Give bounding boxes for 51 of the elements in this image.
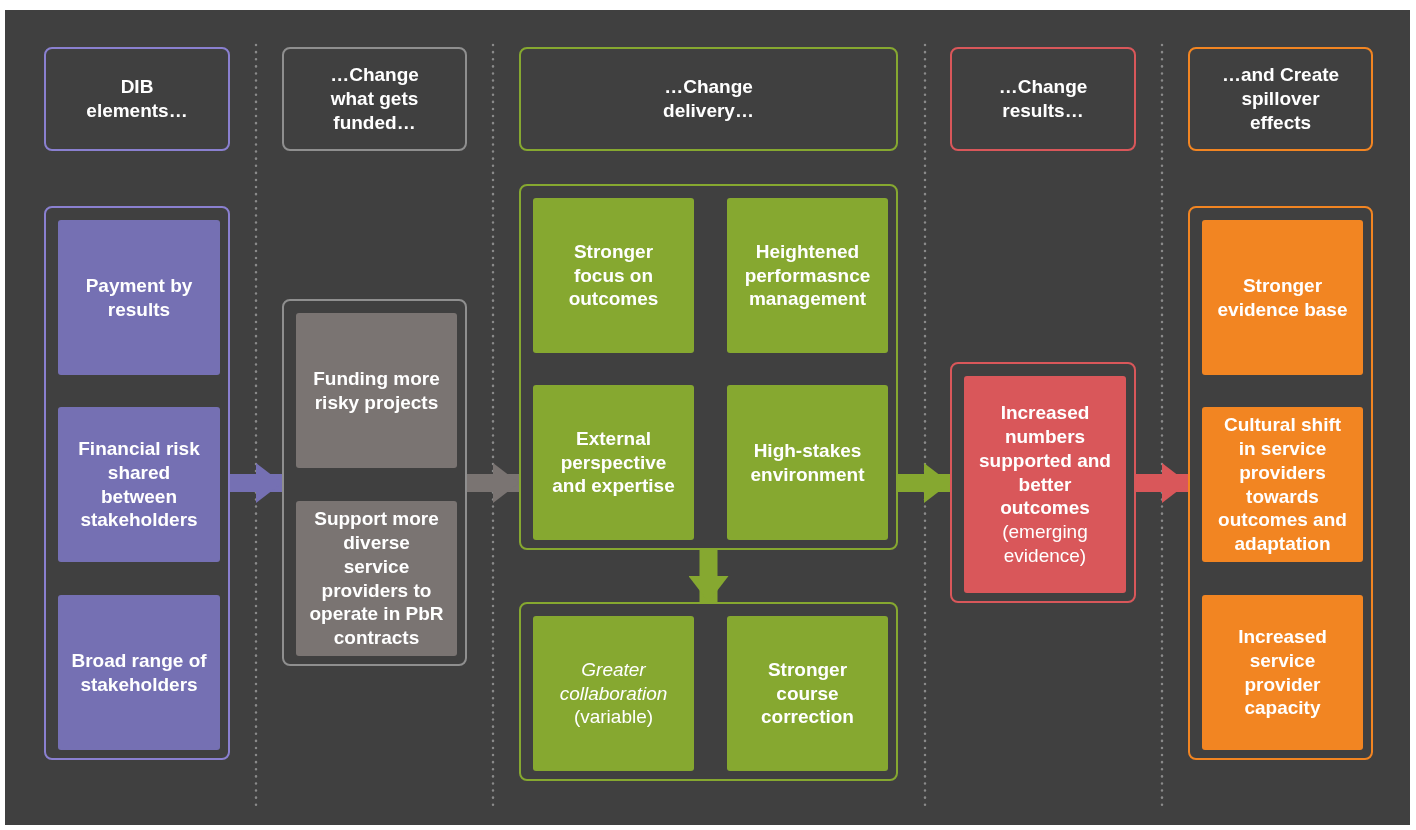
group-panel	[44, 206, 230, 760]
process-box	[296, 313, 457, 468]
block-arrow	[898, 463, 950, 503]
box-text: Stronger course correction	[760, 657, 855, 730]
block-arrow	[467, 463, 519, 503]
box-text: Stronger focus on outcomes	[567, 239, 660, 312]
column-heading: …Change results…	[997, 75, 1089, 123]
column-heading: DIB elements…	[85, 75, 189, 123]
group-panel	[282, 299, 467, 666]
box-text: Funding more risky projects	[312, 366, 441, 415]
process-box	[533, 385, 694, 540]
box-text: High-stakes environment	[749, 438, 866, 487]
column-header-box	[1188, 47, 1373, 151]
column-heading: …Change what gets funded…	[329, 63, 420, 135]
process-box	[964, 376, 1126, 593]
process-box	[58, 407, 220, 562]
box-text: Greater collaboration (variable)	[558, 657, 669, 730]
block-arrow	[230, 463, 282, 503]
process-box	[727, 616, 888, 771]
column-header-box	[44, 47, 230, 151]
box-text: Payment by results	[84, 273, 194, 322]
block-arrow	[1136, 463, 1188, 503]
box-text: Increased numbers supported and better outcomes (emerging evidence)	[978, 401, 1112, 568]
process-box	[296, 501, 457, 656]
process-box	[533, 198, 694, 353]
box-text: Broad range of stakeholders	[70, 648, 208, 697]
column-header-box	[950, 47, 1136, 151]
process-box	[727, 385, 888, 540]
column-heading: …Change delivery…	[662, 75, 755, 123]
box-text: Support more diverse service providers to operate in PbR contracts	[308, 507, 445, 650]
group-panel	[1188, 206, 1373, 760]
process-box	[58, 595, 220, 750]
box-text: External perspective and expertise	[551, 426, 676, 499]
process-box	[1202, 595, 1363, 750]
block-arrow	[688, 550, 729, 602]
column-heading: …and Create spillover effects	[1220, 63, 1341, 135]
column-header-box	[519, 47, 898, 151]
process-box	[727, 198, 888, 353]
process-box	[58, 220, 220, 375]
process-box	[533, 616, 694, 771]
group-panel	[950, 362, 1136, 603]
box-text: Increased service provider capacity	[1237, 625, 1328, 720]
box-text: Cultural shift in service providers towards outcomes and adaptation	[1217, 413, 1348, 556]
group-panel	[519, 184, 898, 550]
box-text: Stronger evidence base	[1216, 273, 1349, 322]
process-box	[1202, 220, 1363, 375]
process-box	[1202, 407, 1363, 562]
box-text: Financial risk shared between stakeholders	[77, 437, 201, 532]
group-panel	[519, 602, 898, 781]
column-header-box	[282, 47, 467, 151]
box-text: Heightened performasnce management	[743, 239, 872, 312]
